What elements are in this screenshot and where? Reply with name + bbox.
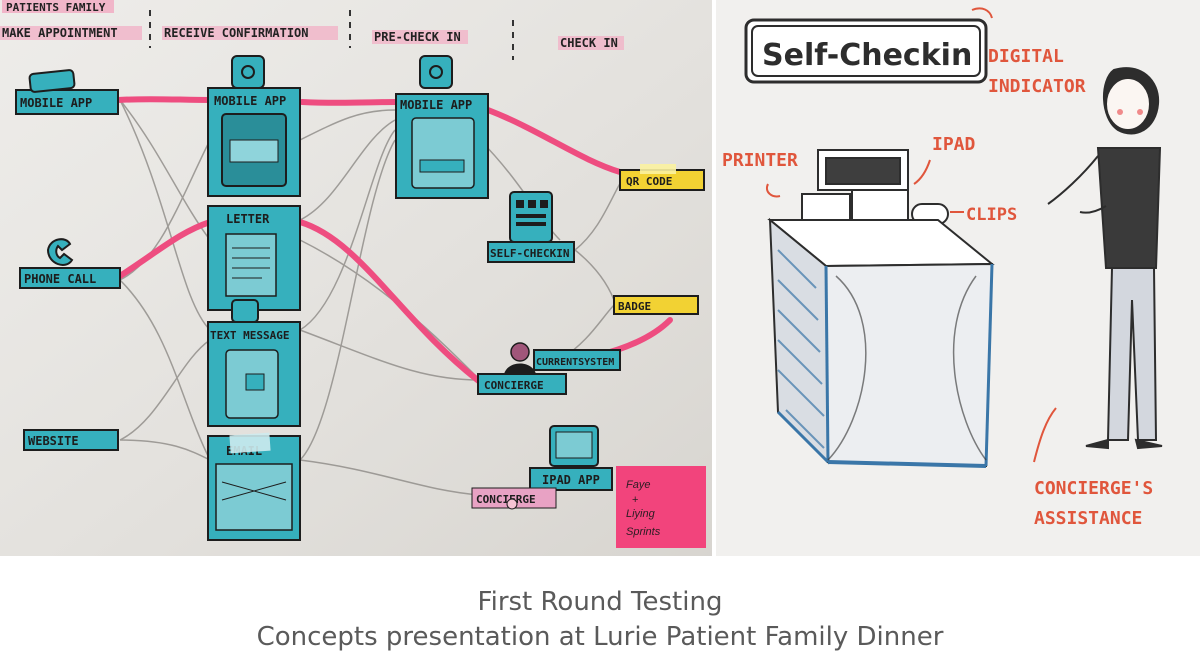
svg-text:Faye: Faye (626, 479, 650, 491)
card-letter: LETTER (207, 205, 301, 311)
pencil-connectors (119, 99, 623, 496)
svg-text:IPAD APP: IPAD APP (542, 473, 600, 487)
svg-text:QR CODE: QR CODE (626, 175, 672, 188)
stage-label-check-in: CHECK IN (560, 36, 618, 50)
label-digital-indicator-1: DIGITAL (988, 46, 1064, 67)
card-ipad-app: IPAD APP (529, 425, 613, 491)
svg-text:WEBSITE: WEBSITE (28, 434, 79, 448)
journey-map-photo: PATIENTS FAMILY MAKE APPOINTMENT RECEIVE… (0, 0, 712, 556)
card-mobile-app-make-appointment: MOBILE APP (15, 69, 119, 115)
card-concierge: CURRENTSYSTEM CONCIERGE (477, 342, 621, 395)
self-checkin-sketch: Self-Checkin DIGITAL INDICATOR PRINTER I… (716, 0, 1200, 556)
svg-text:PHONE CALL: PHONE CALL (24, 272, 96, 286)
svg-text:MOBILE APP: MOBILE APP (20, 96, 92, 110)
svg-text:SELF-CHECKIN: SELF-CHECKIN (490, 247, 569, 260)
card-email: EMAIL (207, 432, 301, 541)
concierge-figure (1047, 67, 1163, 450)
svg-text:BADGE: BADGE (618, 300, 651, 313)
self-checkin-sketch-photo: Self-Checkin DIGITAL INDICATOR PRINTER I… (716, 0, 1200, 556)
label-concierge-assistance-1: CONCIERGE'S (1034, 478, 1153, 499)
stage-label-receive-confirmation: RECEIVE CONFIRMATION (164, 26, 309, 40)
card-mobile-app-receive-confirmation: MOBILE APP (207, 55, 301, 197)
svg-text:MOBILE APP: MOBILE APP (214, 94, 286, 108)
svg-text:TEXT MESSAGE: TEXT MESSAGE (210, 329, 289, 342)
caption-title: First Round Testing (477, 587, 723, 617)
label-concierge-assistance-2: ASSISTANCE (1034, 508, 1142, 529)
stage-label-pre-check-in: PRE-CHECK IN (374, 30, 461, 44)
card-badge: BADGE (613, 295, 699, 315)
label-ipad: IPAD (932, 134, 976, 155)
stage-label-make-appointment: MAKE APPOINTMENT (2, 26, 118, 40)
svg-text:Sprints: Sprints (626, 526, 661, 538)
card-concierge-secondary: CONCIERGE (471, 487, 557, 510)
self-checkin-sign: Self-Checkin (744, 18, 988, 84)
caption-subtitle: Concepts presentation at Lurie Patient F… (256, 622, 944, 652)
kiosk-counter (767, 217, 995, 468)
sticky-note: Faye + Liying Sprints (616, 466, 706, 548)
label-clips: CLIPS (966, 205, 1017, 225)
card-current-system: CURRENTSYSTEM (536, 357, 614, 368)
card-mobile-app-pre-check-in: MOBILE APP (395, 55, 489, 199)
card-self-checkin: SELF-CHECKIN (487, 191, 575, 263)
label-digital-indicator-2: INDICATOR (988, 76, 1086, 97)
stage-header: PATIENTS FAMILY (6, 1, 106, 14)
svg-text:MOBILE APP: MOBILE APP (400, 98, 472, 112)
card-text-message: TEXT MESSAGE (207, 299, 301, 427)
journey-map-board: PATIENTS FAMILY MAKE APPOINTMENT RECEIVE… (0, 0, 712, 556)
card-phone-call: PHONE CALL (19, 238, 121, 289)
svg-text:Liying: Liying (626, 508, 656, 520)
svg-text:+: + (632, 494, 638, 506)
card-website: WEBSITE (23, 429, 119, 451)
svg-text:CONCIERGE: CONCIERGE (484, 379, 544, 392)
svg-text:LETTER: LETTER (226, 212, 270, 226)
label-printer: PRINTER (722, 150, 798, 171)
sign-title: Self-Checkin (762, 38, 972, 73)
card-qr-code: QR CODE (619, 164, 705, 191)
svg-text:CONCIERGE: CONCIERGE (476, 493, 536, 506)
